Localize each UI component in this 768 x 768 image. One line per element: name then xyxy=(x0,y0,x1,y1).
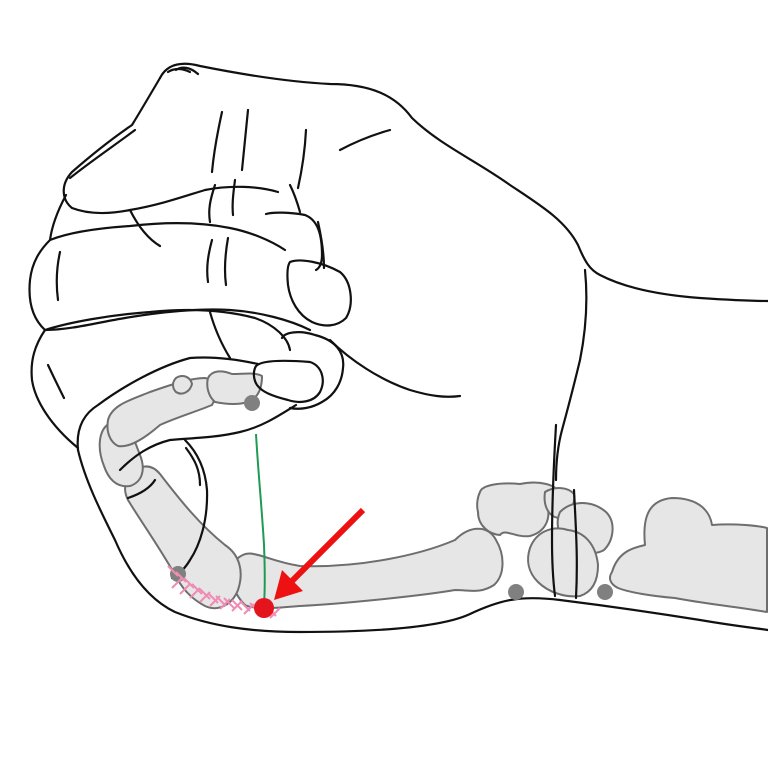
thumb-outer-edge xyxy=(76,356,260,452)
hand-outline xyxy=(28,62,768,634)
guide-line xyxy=(255,433,266,606)
forearm-bone xyxy=(609,497,768,613)
finger-1-upper xyxy=(62,76,280,215)
target-halo xyxy=(167,565,281,619)
hand-skeleton xyxy=(98,370,768,613)
index-tip-bone xyxy=(172,375,193,395)
landmark-point-index xyxy=(244,395,260,411)
finger-crease-marks xyxy=(46,108,392,500)
index-proximal-phalanx xyxy=(206,370,263,405)
index-middle-phalanx xyxy=(106,377,217,448)
finger-1-nail xyxy=(68,128,137,180)
web-space-crease xyxy=(184,446,202,487)
fingernail-1 xyxy=(286,259,352,327)
wrist-crease-3 xyxy=(572,488,578,600)
fist-fold xyxy=(328,338,462,398)
fingertip-2 xyxy=(280,331,345,410)
wrist-crease-1 xyxy=(554,268,588,482)
finger-3-outline xyxy=(30,328,80,450)
hand-back-contour xyxy=(158,62,768,303)
index-finger-lower-edge xyxy=(118,403,298,472)
landmark-points xyxy=(170,395,613,600)
landmark-point-wrist-1 xyxy=(508,584,524,600)
finger-3-top xyxy=(43,308,292,352)
carpal-bone-1 xyxy=(476,481,560,538)
palm-bottom-contour xyxy=(76,448,768,634)
thumb-metacarpal xyxy=(230,527,504,610)
acupoint-dot xyxy=(254,598,274,618)
fingernail-2 xyxy=(252,359,324,403)
carpal-bone-4 xyxy=(527,527,599,598)
finger-2-top xyxy=(48,222,287,252)
wrist-crease-2 xyxy=(550,423,558,598)
red-arrow-pointer xyxy=(274,507,366,600)
landmark-point-wrist-2 xyxy=(597,584,613,600)
finger-1-knuckle-lines xyxy=(166,66,200,76)
